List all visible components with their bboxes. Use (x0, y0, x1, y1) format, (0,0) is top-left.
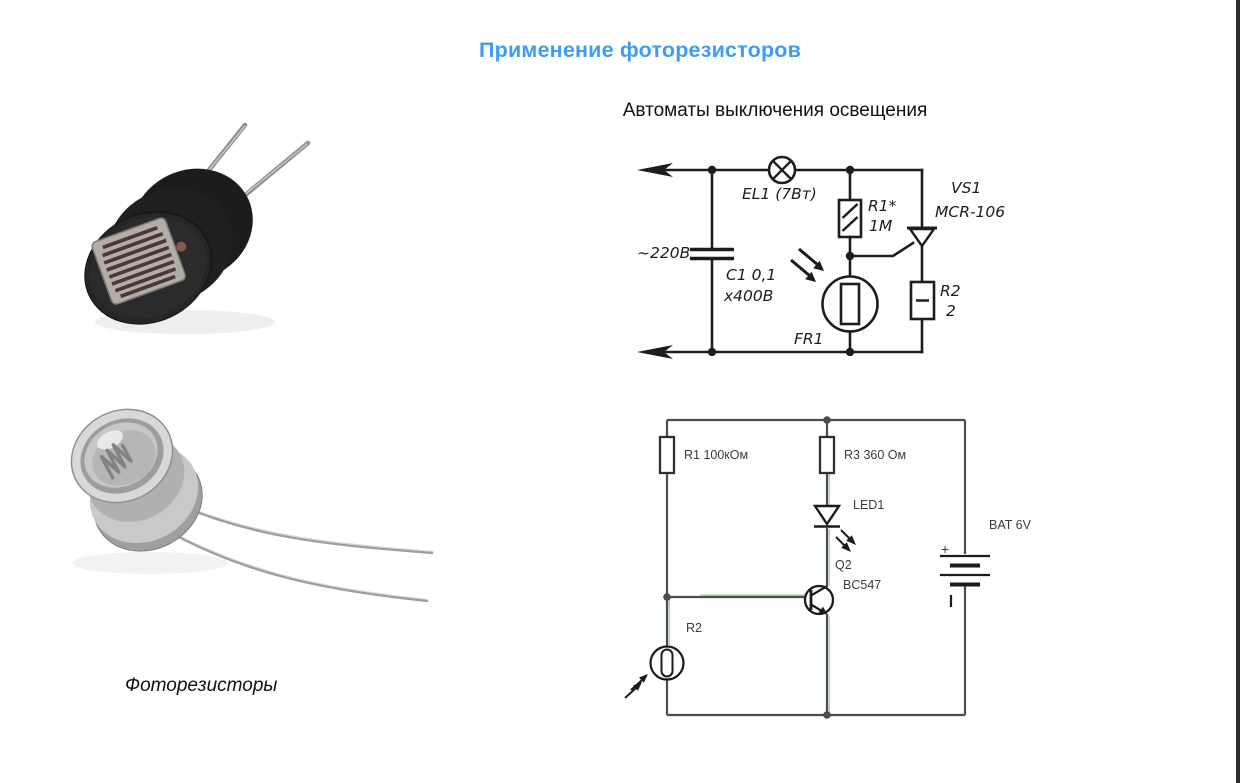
photo-metal-photoresistor (70, 408, 434, 603)
label-mains-voltage: ~220В (637, 244, 690, 262)
label-transistor-ref: Q2 (835, 558, 852, 572)
photoresistor-fr1-symbol (821, 275, 879, 333)
label-battery: BAT 6V (989, 518, 1032, 532)
label-r2-value: 2 (946, 302, 956, 320)
label-r1: R1 100кОм (684, 448, 748, 462)
mains-arrow-top (637, 163, 673, 177)
label-r1-value: 1M (869, 217, 892, 235)
light-arrows-fr1 (790, 247, 824, 282)
resistor-r1-symbol (837, 198, 863, 239)
thyristor-vs1-symbol (907, 226, 937, 249)
resistor-r1-symbol2 (658, 435, 676, 475)
section-subtitle: Автоматы выключения освещения (622, 100, 928, 121)
resistor-r2-symbol (909, 280, 936, 321)
transistor-q2-symbol (803, 584, 835, 616)
label-battery-plus: + (941, 541, 949, 557)
capacitor-symbol (690, 247, 734, 261)
battery-symbol (940, 554, 990, 607)
photo2-serpentine-track (99, 442, 133, 480)
photo-dark-photoresistor (84, 122, 311, 334)
label-thyristor-ref: VS1 (951, 179, 981, 197)
label-transistor-type: BC547 (843, 578, 881, 592)
label-photoresistor-fr1: FR1 (794, 330, 824, 348)
net-highlights (668, 474, 830, 713)
label-r1-ref: R1* (868, 197, 897, 215)
photo1-electrode-dot (176, 241, 187, 252)
mains-arrow-bottom (637, 345, 673, 359)
page-title: Применение фоторезисторов (478, 38, 802, 62)
resistor-r3-symbol (818, 435, 836, 475)
circuit1-junctions (707, 165, 855, 357)
led-symbol (812, 504, 856, 552)
label-led: LED1 (853, 498, 884, 512)
photo1-active-area (91, 217, 187, 305)
label-r3: R3 360 Ом (844, 448, 906, 462)
label-capacitor-value: C1 0,1 (726, 266, 776, 284)
circuit2-junctions (663, 416, 831, 719)
lamp-symbol (767, 155, 797, 185)
page-right-border (1236, 0, 1240, 783)
photo2-shadow (72, 552, 228, 574)
label-photoresistor-r2: R2 (686, 621, 702, 635)
label-capacitor-voltage: x400В (723, 287, 773, 305)
circuit-diagram-led-sensor: R1 100кОм R3 360 Ом LED1 Q2 BC547 BAT 6V… (624, 416, 1032, 719)
label-r2-ref: R2 (940, 282, 961, 300)
photo2-glass-highlight (97, 430, 123, 450)
label-thyristor-type: MCR-106 (935, 203, 1005, 221)
photoresistor-r2-symbol (624, 645, 685, 699)
label-lamp: EL1 (7Вт) (742, 185, 817, 203)
photo2-can (70, 408, 203, 552)
circuit-diagram-lighting-automatic: EL1 (7Вт) ~220В C1 0,1 x400В R1* 1M VS1 … (637, 155, 1005, 359)
photos-caption: Фоторезисторы (125, 675, 278, 696)
